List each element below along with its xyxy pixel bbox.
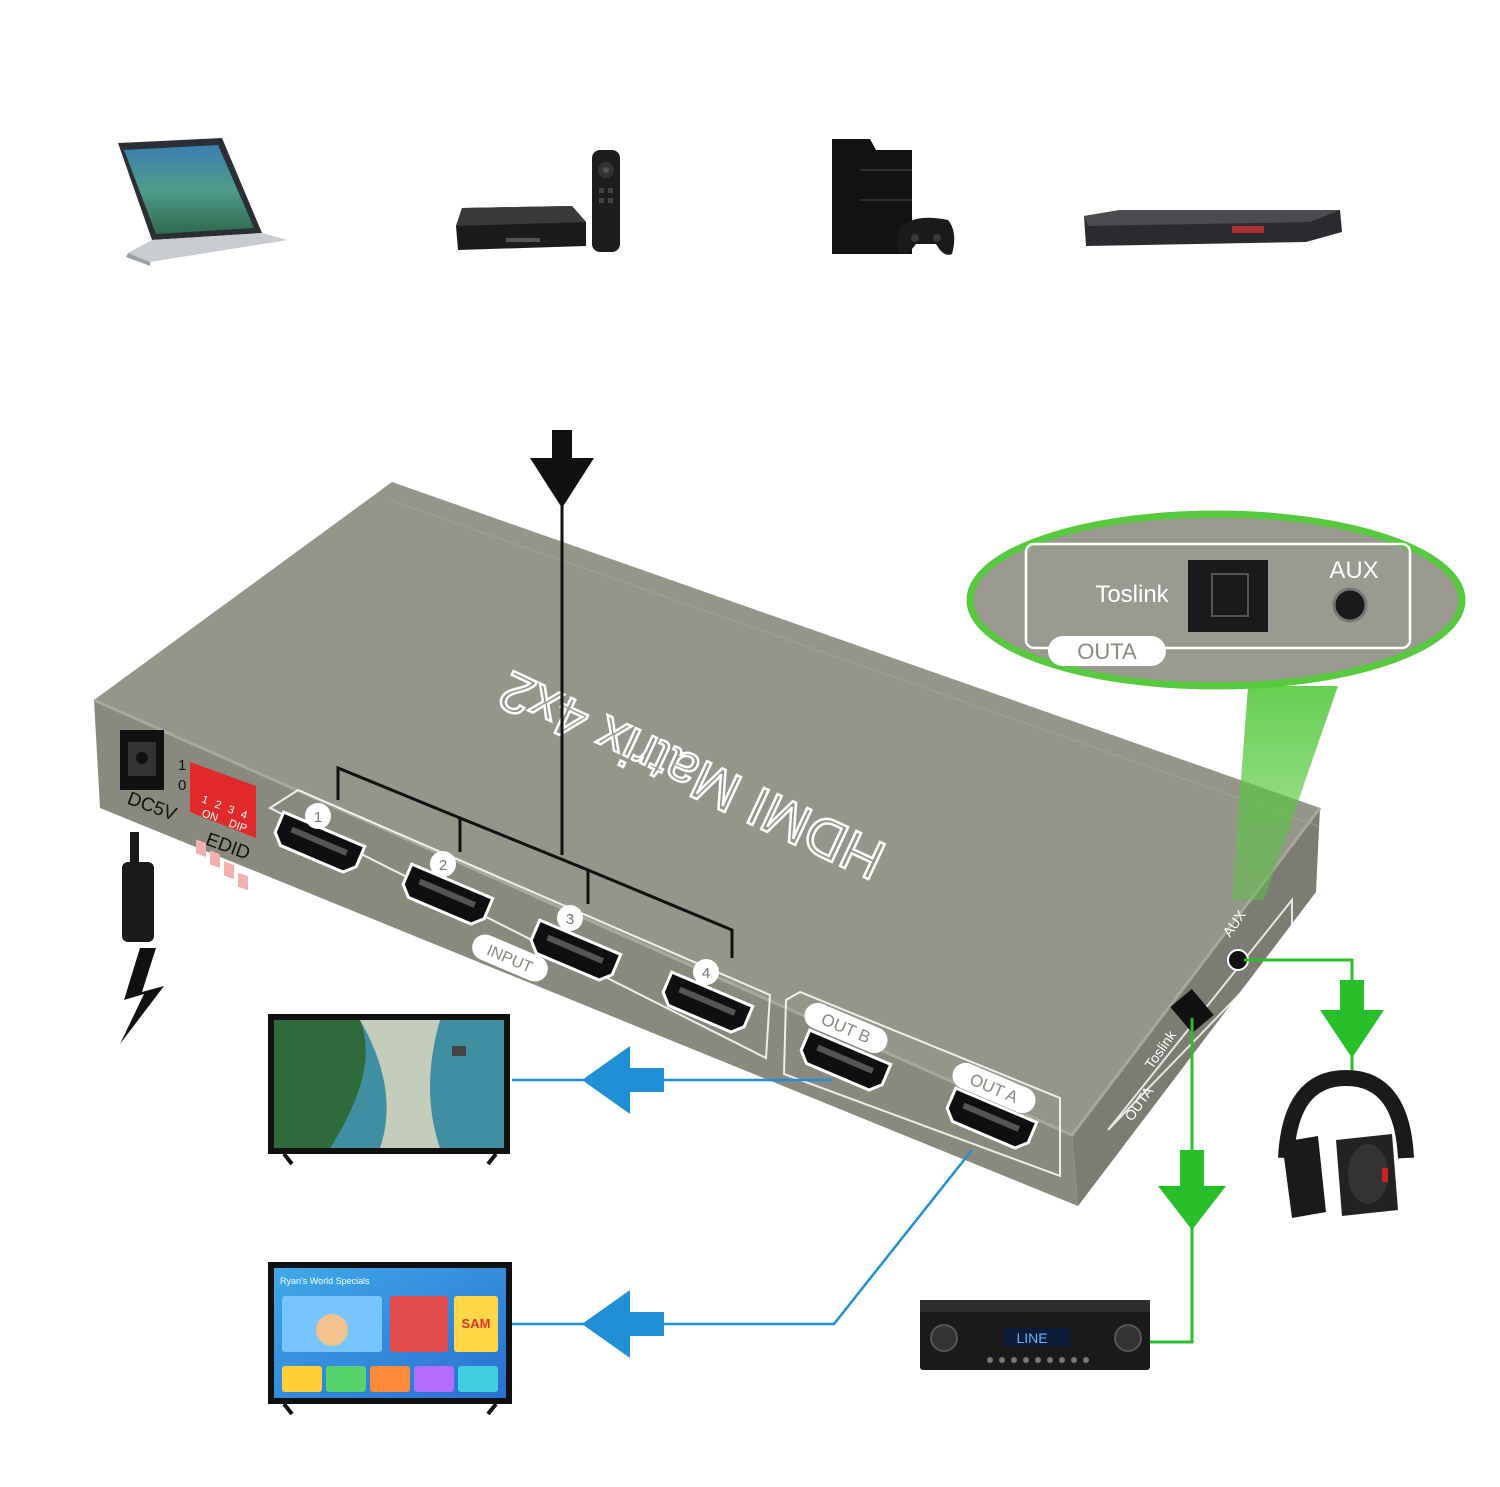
- out-a-connection-line: [512, 1149, 973, 1326]
- power-switch-mark-1: 1: [178, 757, 186, 774]
- power-switch-mark-0: 0: [178, 777, 186, 794]
- dip-number-2: 2: [213, 799, 223, 812]
- dip-number-3: 3: [226, 804, 236, 817]
- remote-control-icon: [592, 150, 620, 252]
- av-receiver-icon: [920, 1300, 1150, 1370]
- callout-aux-label: AUX: [1329, 557, 1378, 584]
- lightning-bolt-icon: [120, 948, 164, 1044]
- tv-box-icon: [456, 206, 586, 250]
- hdmi-port-input-2: [401, 862, 495, 926]
- hdmi-port-input-4: [661, 970, 755, 1034]
- dip-on-label: ON: [200, 808, 220, 825]
- blu-ray-player-icon: [1084, 210, 1342, 246]
- tv-out-b-icon: [268, 1014, 510, 1166]
- power-jack: [120, 730, 164, 790]
- headphones-icon: [1278, 1069, 1414, 1218]
- callout-toslink-label: Toslink: [1095, 581, 1169, 608]
- tv-out-a-icon: [268, 1262, 512, 1416]
- gamepad-icon: [896, 217, 955, 255]
- audio-callout: [966, 510, 1466, 900]
- toslink-connection-line: [1148, 1018, 1194, 1344]
- side-audio-panel: [1107, 897, 1293, 1131]
- hdmi-port-input-1: [273, 810, 367, 874]
- aux-down-arrow-icon: [1320, 980, 1384, 1058]
- out-a-label-pill: OUT A: [952, 1062, 1036, 1114]
- out-b-left-arrow-icon: [582, 1046, 664, 1114]
- input-2-badge: 2: [430, 851, 456, 877]
- input-1-badge: 1: [305, 803, 331, 829]
- callout-outa-label: OUTA: [1077, 639, 1137, 664]
- input-4-badge: 4: [693, 959, 719, 985]
- dip-dip-label: DIP: [227, 818, 248, 836]
- hdmi-port-input-3: [529, 918, 623, 982]
- tv-out-a-screen-title: Ryan's World Specials: [280, 1276, 370, 1286]
- game-console-icon: [832, 139, 912, 254]
- tv-out-a-screen-show: SAM: [462, 1316, 491, 1331]
- hdmi-port-out-b: [799, 1028, 893, 1092]
- input-3-badge: 3: [557, 905, 583, 931]
- dip-number-1: 1: [200, 794, 210, 807]
- edid-dip-switch: [190, 762, 256, 891]
- svg-text:2: 2: [439, 857, 447, 874]
- laptop-icon: [118, 138, 288, 266]
- input-down-arrow-icon: [530, 430, 594, 508]
- svg-text:4: 4: [702, 965, 710, 982]
- toslink-down-arrow-icon: [1158, 1150, 1226, 1230]
- svg-text:3: 3: [566, 911, 574, 928]
- svg-text:1: 1: [314, 809, 322, 826]
- power-plug-icon: [122, 832, 154, 942]
- out-a-left-arrow-icon: [582, 1290, 664, 1358]
- dip-number-4: 4: [239, 809, 249, 822]
- output-group-outline: [782, 990, 1061, 1178]
- hdmi-port-out-a: [945, 1086, 1039, 1150]
- receiver-display-text: LINE: [1016, 1330, 1047, 1346]
